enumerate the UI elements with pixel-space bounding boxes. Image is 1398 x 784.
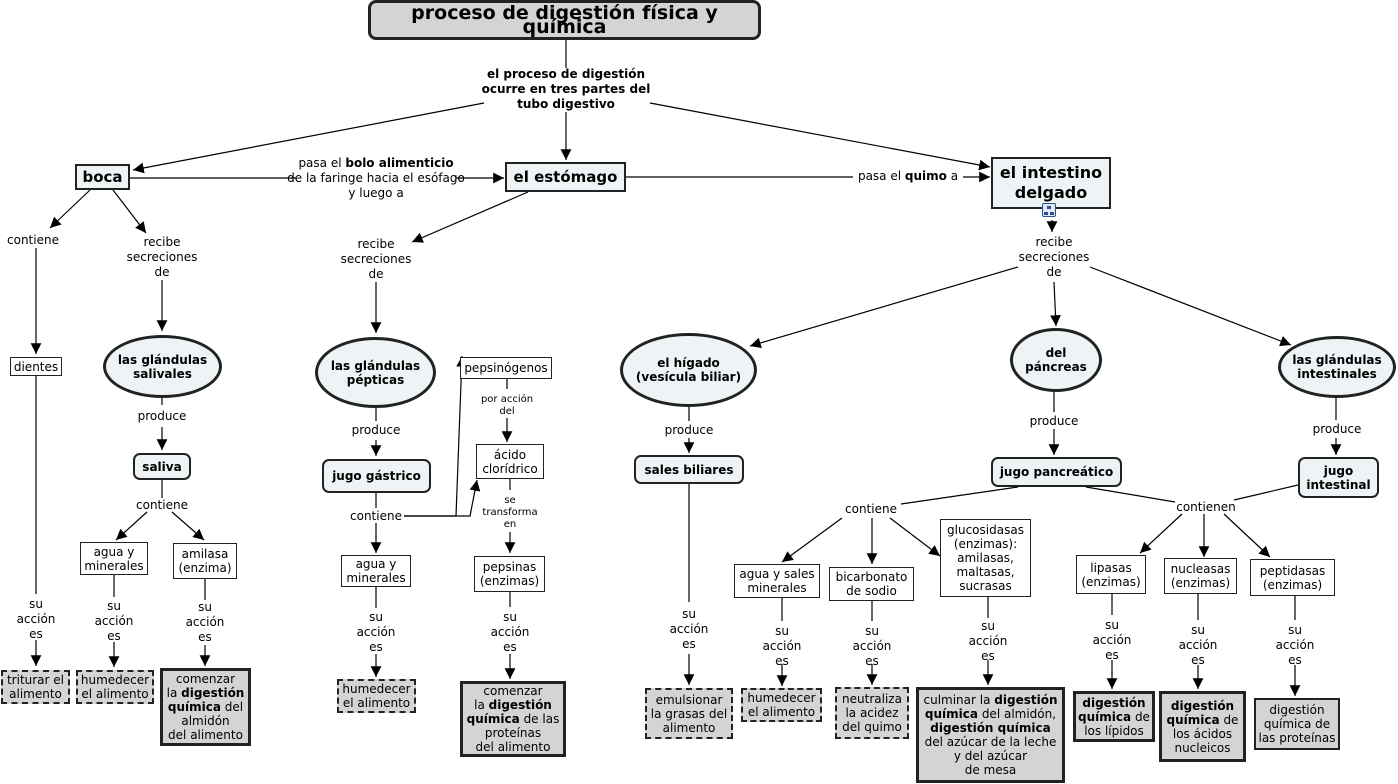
link-label-quimo: pasa el quimo a xyxy=(857,169,959,183)
link-label-intestinal-contienen: contienen xyxy=(1176,500,1236,514)
node-comenzar-almidon: comenzar la digestión química del almidó… xyxy=(160,668,251,746)
node-sales-biliares: sales biliares xyxy=(634,455,744,484)
node-jugo-gastrico: jugo gástrico xyxy=(322,459,431,493)
link-label-intestinales-produce: produce xyxy=(1312,422,1362,436)
link-label-boca-contiene: contiene xyxy=(7,233,59,247)
link-label-saliva-contiene: contiene xyxy=(136,498,188,512)
node-saliva: saliva xyxy=(133,453,191,480)
node-pepsinas: pepsinas(enzimas) xyxy=(474,556,545,592)
node-lipasas: lipasas(enzimas) xyxy=(1076,555,1146,594)
node-comenzar-proteinas: comenzar la digestión química de las pro… xyxy=(460,681,566,757)
link-label-pepticas-produce: produce xyxy=(351,423,401,437)
link-label-pancreas-produce: produce xyxy=(1029,414,1079,428)
node-dientes: dientes xyxy=(10,357,62,376)
link-label-gastrico-contiene: contiene xyxy=(350,509,402,523)
node-boca: boca xyxy=(75,164,130,190)
node-digestion-lipidos: digestión química de los lípidos xyxy=(1073,691,1155,742)
node-nucleasas: nucleasas(enzimas) xyxy=(1164,558,1237,594)
node-jugo-pancreatico: jugo pancreático xyxy=(991,457,1122,487)
node-culminar-almidon: culminar la digestión química del almidó… xyxy=(916,687,1065,783)
node-digestion-acidos-nucleicos: digestión química de los ácidos nucleico… xyxy=(1159,691,1246,762)
node-glucosidasas: glucosidasas(enzimas):amilasas,maltasas,… xyxy=(940,519,1031,597)
link-label-bolo: pasa el bolo alimenticio de la faringe h… xyxy=(287,156,465,200)
submap-icon[interactable] xyxy=(1042,203,1056,217)
node-peptidasas: peptidasas(enzimas) xyxy=(1250,559,1335,596)
link-label-higado-produce: produce xyxy=(664,423,714,437)
node-pepsinogenos: pepsinógenos xyxy=(460,357,552,379)
node-amilasa: amilasa(enzima) xyxy=(173,543,237,579)
node-higado: el hígado(vesícula biliar) xyxy=(620,333,757,407)
link-label-pancreatico-contiene: contiene xyxy=(845,502,897,516)
map-title: proceso de digestión física y química xyxy=(368,0,761,40)
node-estomago: el estómago xyxy=(505,162,626,192)
link-label-salivales-produce: produce xyxy=(137,409,187,423)
